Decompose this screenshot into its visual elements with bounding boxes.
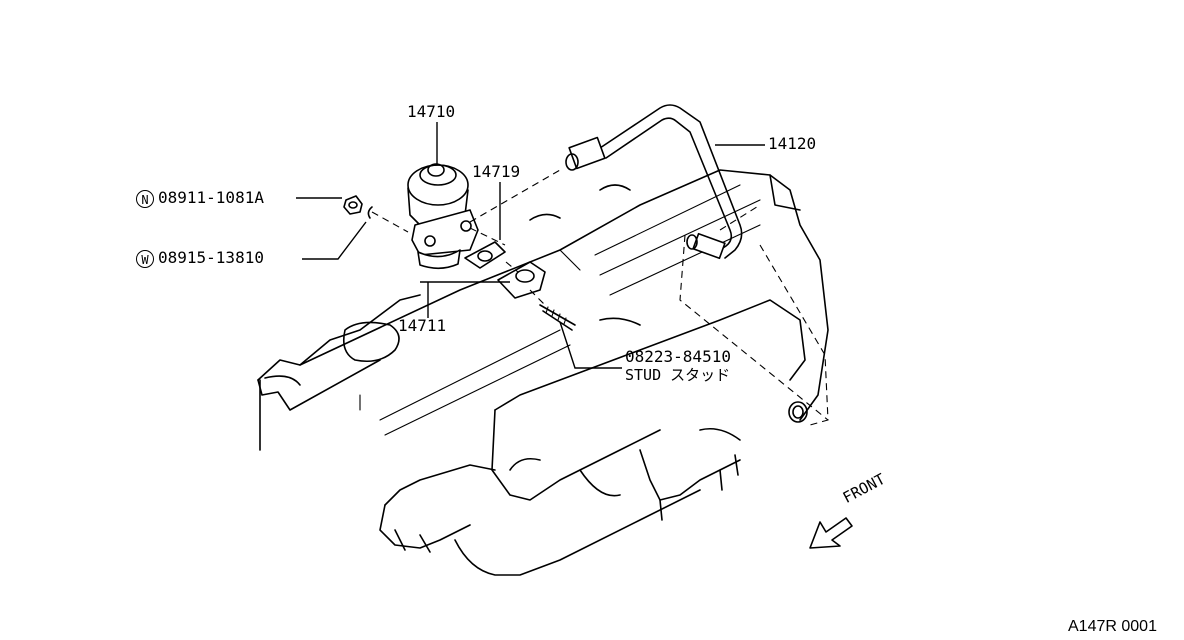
egr-tube — [565, 104, 743, 260]
egr-valve — [407, 163, 479, 270]
nut-symbol: N — [136, 189, 154, 208]
stud — [539, 304, 576, 331]
label-stud-name: STUD スタッド — [625, 366, 731, 384]
label-14711: 14711 — [398, 316, 447, 335]
cylinder-head — [257, 169, 829, 451]
figure-code: A147R 0001 — [1068, 618, 1157, 635]
washer-symbol: W — [136, 249, 154, 268]
gasket-14719 — [464, 241, 506, 269]
washer-part-number: 08915-13810 — [158, 248, 264, 267]
assembly-lines — [371, 169, 829, 426]
nut-and-washer — [343, 195, 373, 219]
label-14710: 14710 — [407, 102, 456, 121]
nut-part-number: 08911-1081A — [158, 188, 264, 207]
manifold — [379, 299, 808, 576]
front-arrow-icon — [809, 517, 853, 549]
leader-lines — [296, 122, 765, 369]
adapter-14711 — [497, 261, 546, 299]
label-stud-part: 08223-84510 — [625, 347, 731, 366]
label-14719: 14719 — [472, 162, 521, 181]
label-14120: 14120 — [768, 134, 817, 153]
